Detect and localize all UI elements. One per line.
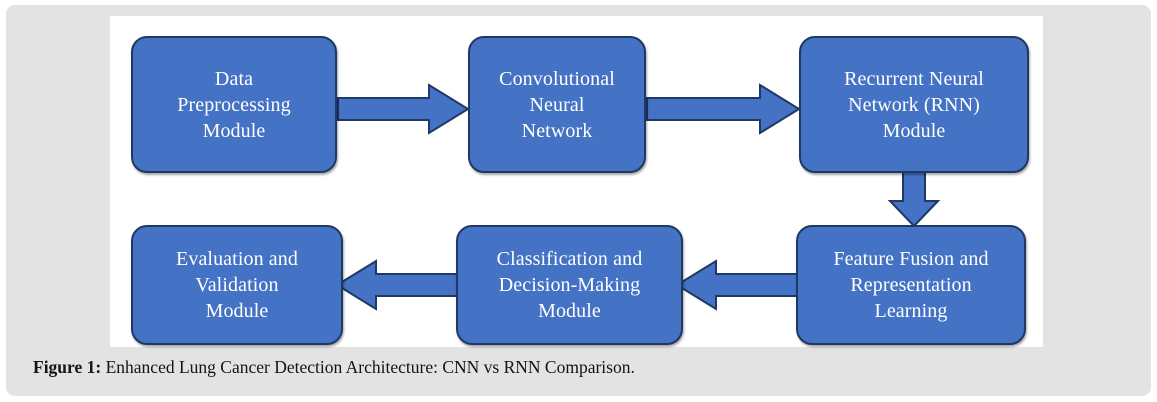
node-label: Convolutional Neural Network: [499, 67, 615, 142]
node-classification[interactable]: Classification and Decision-Making Modul…: [456, 225, 683, 345]
node-label: Classification and Decision-Making Modul…: [496, 248, 643, 322]
caption-label: Figure 1:: [33, 357, 102, 377]
node-label: Feature Fusion and Representation Learni…: [833, 248, 989, 322]
node-label: Data Preprocessing Module: [177, 67, 291, 142]
node-label: Evaluation and Validation Module: [176, 248, 298, 322]
node-cnn[interactable]: Convolutional Neural Network: [468, 36, 646, 173]
node-data-preprocessing[interactable]: Data Preprocessing Module: [131, 36, 337, 173]
arrow-cnn-to-rnn: [646, 83, 801, 135]
diagram-canvas: Data Preprocessing Module Convolutional …: [110, 16, 1043, 347]
node-rnn[interactable]: Recurrent Neural Network (RNN) Module: [799, 36, 1029, 173]
arrow-preprocessing-to-cnn: [337, 83, 470, 135]
node-feature-fusion[interactable]: Feature Fusion and Representation Learni…: [796, 225, 1026, 345]
arrow-classification-to-evaluation: [335, 259, 462, 311]
figure-card: Data Preprocessing Module Convolutional …: [6, 5, 1151, 396]
node-evaluation[interactable]: Evaluation and Validation Module: [131, 225, 343, 345]
caption-text: Enhanced Lung Cancer Detection Architect…: [101, 357, 635, 377]
arrow-rnn-to-feature-fusion: [887, 171, 941, 228]
figure-caption: Figure 1: Enhanced Lung Cancer Detection…: [33, 357, 1123, 378]
node-label: Recurrent Neural Network (RNN) Module: [844, 67, 984, 142]
arrow-feature-fusion-to-classification: [675, 259, 800, 311]
